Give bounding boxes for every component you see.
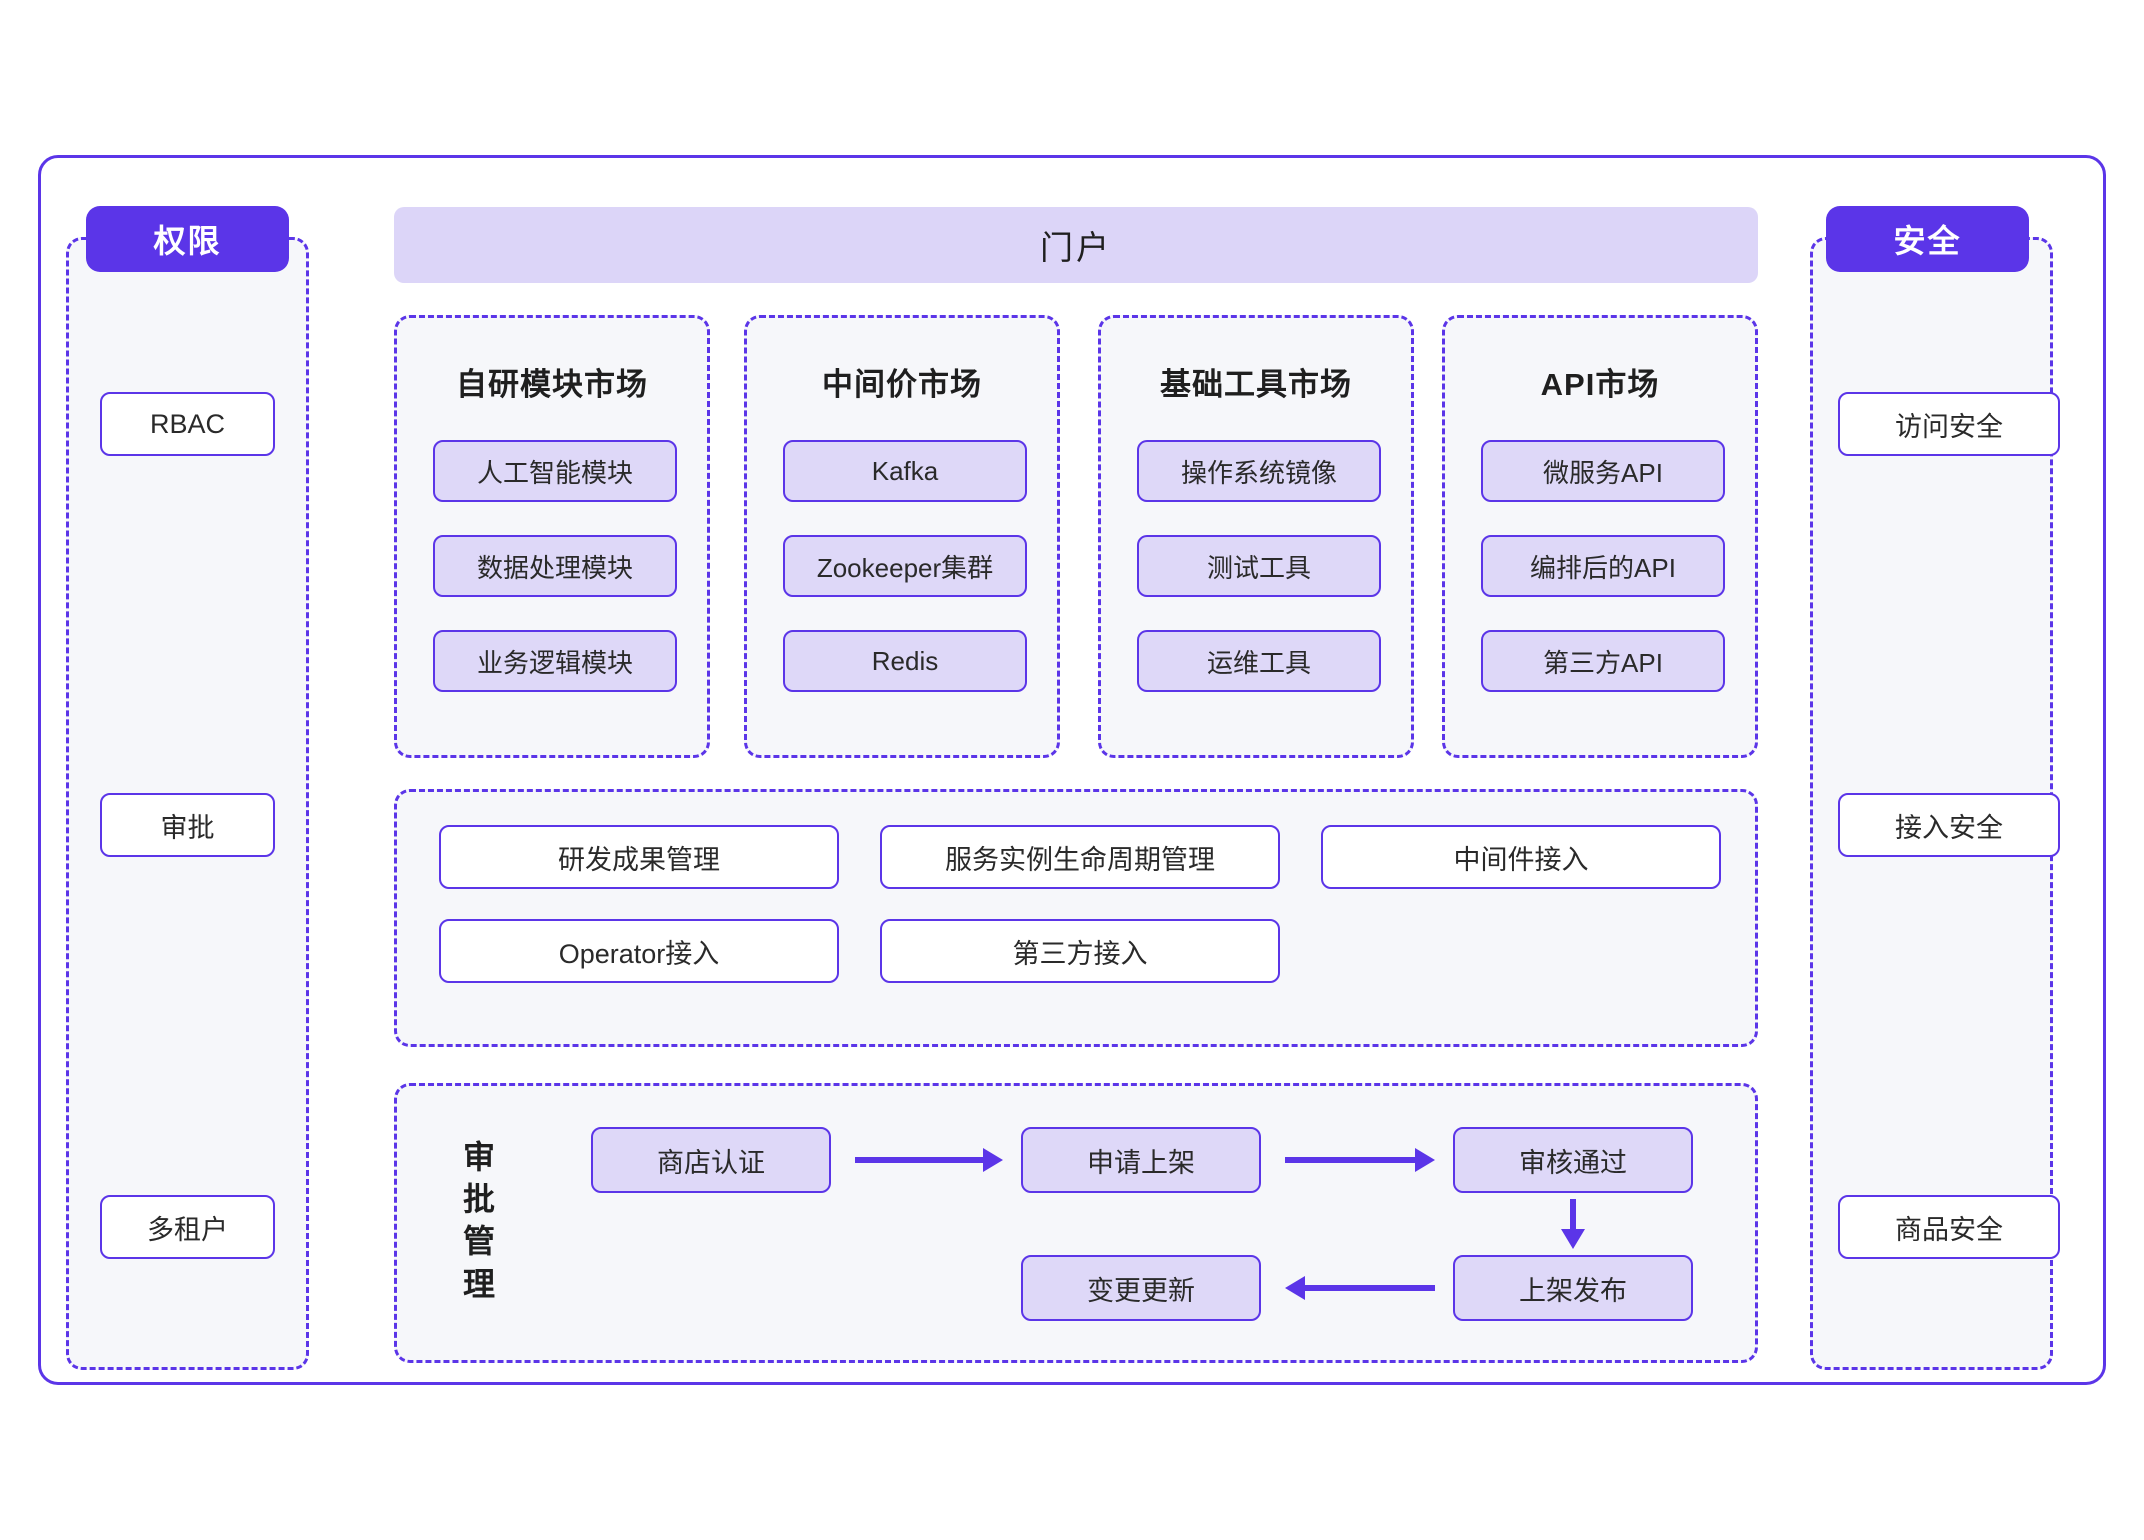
market-item[interactable]: 第三方API xyxy=(1481,630,1725,692)
arrow-apply-to-review-icon xyxy=(1285,1148,1435,1172)
sidebar-item-product-security[interactable]: 商品安全 xyxy=(1838,1195,2060,1259)
market-column-self-developed: 自研模块市场 人工智能模块 数据处理模块 业务逻辑模块 xyxy=(394,315,710,758)
approval-label-char: 审 xyxy=(462,1139,495,1175)
market-item-list: 微服务API 编排后的API 第三方API xyxy=(1481,440,1725,725)
sidebar-item-approval[interactable]: 审批 xyxy=(100,793,275,857)
approval-flow-panel: 审 批 管 理 商店认证 申请上架 审核通过 变更更新 上架发布 xyxy=(394,1083,1758,1363)
market-item[interactable]: Zookeeper集群 xyxy=(783,535,1027,597)
capability-item-service-lifecycle[interactable]: 服务实例生命周期管理 xyxy=(880,825,1280,889)
left-sidebar-header: 权限 xyxy=(86,206,289,272)
approval-label-char: 管 xyxy=(462,1223,495,1260)
market-item[interactable]: 测试工具 xyxy=(1137,535,1381,597)
market-item[interactable]: 人工智能模块 xyxy=(433,440,677,502)
sidebar-item-connection-security[interactable]: 接入安全 xyxy=(1838,793,2060,857)
capability-item-operator-access[interactable]: Operator接入 xyxy=(439,919,839,983)
approval-label-char: 批 xyxy=(462,1181,495,1218)
flow-node-change-update[interactable]: 变更更新 xyxy=(1021,1255,1261,1321)
market-item[interactable]: Redis xyxy=(783,630,1027,692)
sidebar-item-multitenant[interactable]: 多租户 xyxy=(100,1195,275,1259)
market-item-list: Kafka Zookeeper集群 Redis xyxy=(783,440,1027,725)
capability-item-third-party-access[interactable]: 第三方接入 xyxy=(880,919,1280,983)
capability-item-rd-assets[interactable]: 研发成果管理 xyxy=(439,825,839,889)
approval-label-char: 理 xyxy=(462,1265,495,1302)
market-item[interactable]: 运维工具 xyxy=(1137,630,1381,692)
market-item[interactable]: 微服务API xyxy=(1481,440,1725,502)
right-sidebar-header: 安全 xyxy=(1826,206,2029,272)
capability-panel: 研发成果管理 服务实例生命周期管理 中间件接入 Operator接入 第三方接入 xyxy=(394,789,1758,1047)
market-item[interactable]: 编排后的API xyxy=(1481,535,1725,597)
market-column-base-tools: 基础工具市场 操作系统镜像 测试工具 运维工具 xyxy=(1098,315,1414,758)
market-title: 基础工具市场 xyxy=(1160,367,1352,402)
flow-node-shop-certification[interactable]: 商店认证 xyxy=(591,1127,831,1193)
market-item[interactable]: 数据处理模块 xyxy=(433,535,677,597)
arrow-shop-cert-to-apply-icon xyxy=(855,1148,1003,1172)
market-column-api: API市场 微服务API 编排后的API 第三方API xyxy=(1442,315,1758,758)
market-item[interactable]: 业务逻辑模块 xyxy=(433,630,677,692)
flow-node-publish-listing[interactable]: 上架发布 xyxy=(1453,1255,1693,1321)
sidebar-item-access-security[interactable]: 访问安全 xyxy=(1838,392,2060,456)
market-column-middleware: 中间价市场 Kafka Zookeeper集群 Redis xyxy=(744,315,1060,758)
market-item[interactable]: 操作系统镜像 xyxy=(1137,440,1381,502)
market-item-list: 操作系统镜像 测试工具 运维工具 xyxy=(1137,440,1381,725)
flow-node-review-passed[interactable]: 审核通过 xyxy=(1453,1127,1693,1193)
market-title: 中间价市场 xyxy=(822,367,982,402)
market-item[interactable]: Kafka xyxy=(783,440,1027,502)
approval-management-label: 审 批 管 理 xyxy=(457,1136,501,1305)
market-title: API市场 xyxy=(1540,367,1660,402)
portal-banner: 门户 xyxy=(394,207,1758,283)
capability-row-1: 研发成果管理 服务实例生命周期管理 中间件接入 xyxy=(439,825,1724,889)
arrow-publish-to-change-icon xyxy=(1285,1276,1435,1300)
market-item-list: 人工智能模块 数据处理模块 业务逻辑模块 xyxy=(433,440,677,725)
flow-node-apply-listing[interactable]: 申请上架 xyxy=(1021,1127,1261,1193)
arrow-review-to-publish-icon xyxy=(1561,1199,1585,1249)
capability-item-middleware-access[interactable]: 中间件接入 xyxy=(1321,825,1721,889)
market-title: 自研模块市场 xyxy=(456,367,648,402)
sidebar-item-rbac[interactable]: RBAC xyxy=(100,392,275,456)
capability-grid: 研发成果管理 服务实例生命周期管理 中间件接入 Operator接入 第三方接入 xyxy=(439,825,1724,1013)
capability-row-2: Operator接入 第三方接入 xyxy=(439,919,1724,983)
